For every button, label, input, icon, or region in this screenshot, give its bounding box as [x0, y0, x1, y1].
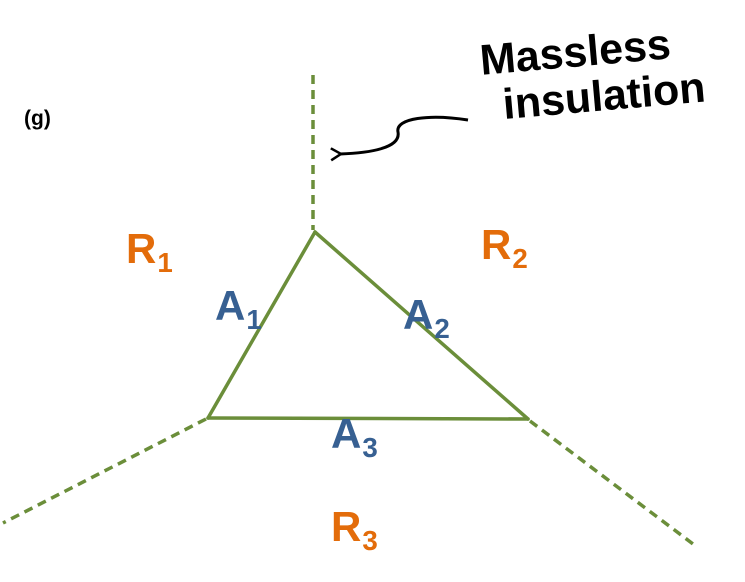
area-a1-subscript: 1 — [246, 303, 262, 335]
region-label-r1: R1 — [126, 225, 173, 277]
region-r2-name: R — [481, 221, 512, 268]
area-label-a2: A2 — [403, 291, 450, 343]
area-a3-name: A — [331, 410, 362, 457]
triangle-edge-a3 — [206, 416, 530, 421]
area-a2-name: A — [403, 291, 434, 338]
area-a3-subscript: 3 — [362, 431, 378, 463]
triangle-edge-a2 — [313, 230, 530, 421]
insulation-boundaries — [2, 75, 699, 549]
region-label-r3: R3 — [331, 503, 378, 555]
area-label-a1: A1 — [215, 282, 262, 334]
region-r1-subscript: 1 — [157, 246, 173, 278]
region-r3-subscript: 3 — [362, 524, 378, 556]
area-a1-name: A — [215, 282, 246, 329]
insulation-line-left — [2, 417, 207, 525]
region-r3-name: R — [331, 503, 362, 550]
triangle-edge-a1 — [206, 230, 317, 420]
region-r1-name: R — [126, 225, 157, 272]
region-r2-subscript: 2 — [512, 242, 528, 274]
massless-insulation-label: Massless insulation — [478, 19, 707, 131]
area-label-a3: A3 — [331, 410, 378, 462]
annotation-arrow — [340, 115, 469, 154]
triangle-enclosure — [206, 230, 530, 421]
region-label-r2: R2 — [481, 221, 528, 273]
area-a2-subscript: 2 — [434, 312, 450, 344]
panel-label: (g) — [24, 107, 51, 130]
insulation-line-right — [528, 419, 699, 549]
